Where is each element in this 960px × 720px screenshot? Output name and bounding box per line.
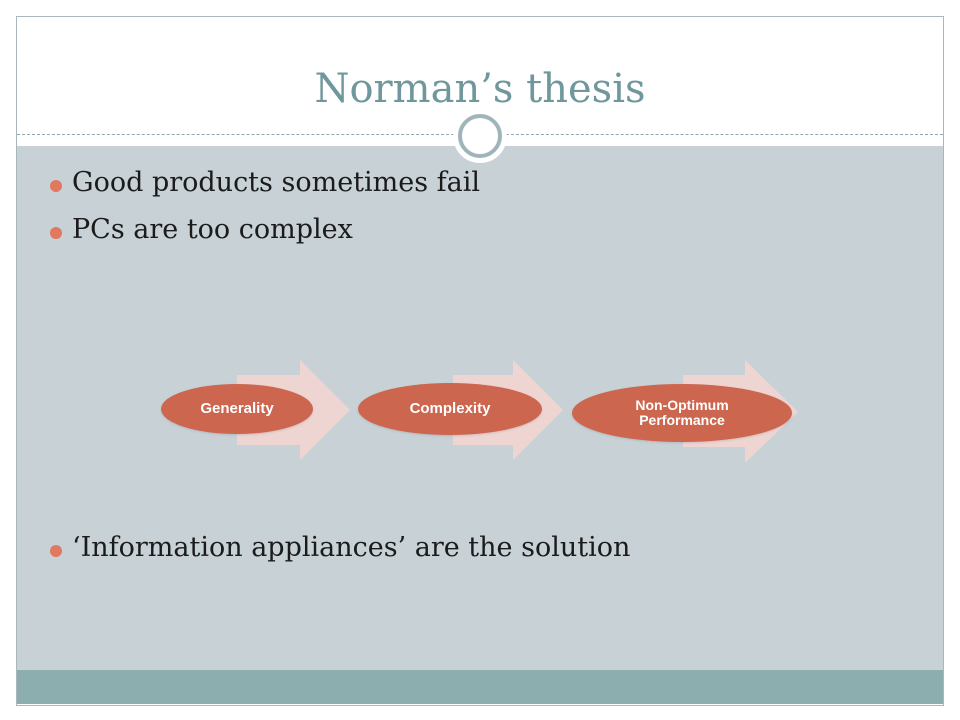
bullet-item: PCs are too complex (48, 213, 480, 245)
node-ellipse (358, 383, 542, 435)
bullet-item: ‘Information appliances’ are the solutio… (48, 533, 630, 563)
ring-ornament-icon (453, 109, 507, 163)
process-diagram: Generality Complexity Non-Optimum Perfor… (155, 355, 815, 465)
bullet-list: Good products sometimes fail PCs are too… (48, 168, 480, 261)
node-label: Non-Optimum Performance (635, 396, 729, 428)
bullet-dot-icon (50, 180, 62, 192)
bullet-text: Good products sometimes fail (72, 167, 481, 198)
bullet-item: Good products sometimes fail (48, 168, 480, 198)
process-diagram-svg (161, 360, 798, 463)
bullet-dot-icon (50, 226, 62, 239)
footer-bar (17, 670, 943, 704)
node-ellipse (572, 384, 792, 442)
node-label: Complexity (409, 399, 491, 417)
bullet-text: ‘Information appliances’ are the solutio… (72, 532, 631, 563)
bullet-text: PCs are too complex (72, 213, 353, 245)
slide-title: Norman’s thesis (314, 66, 646, 112)
bullet-dot-icon (50, 545, 62, 557)
node-label: Generality (200, 399, 274, 417)
node-ellipse (161, 384, 313, 434)
